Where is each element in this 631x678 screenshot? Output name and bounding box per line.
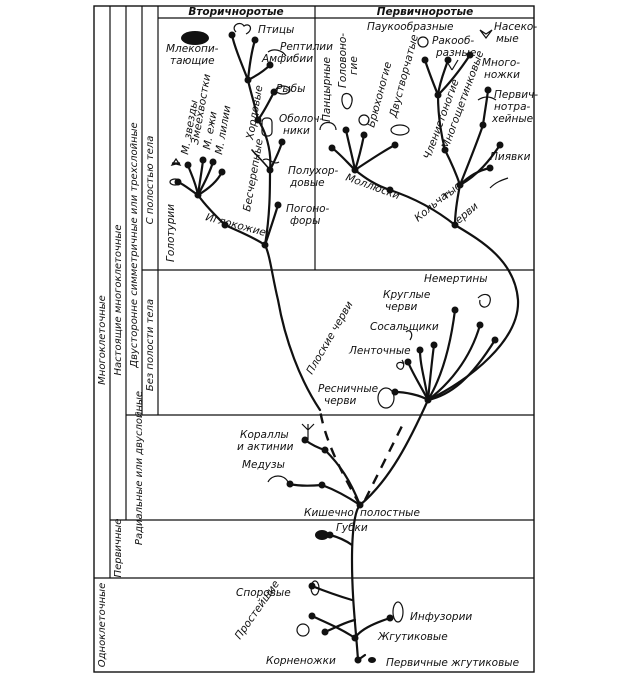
label-crustaceans-cont: разные [435, 47, 476, 59]
label-molluscs: Моллюски [344, 172, 402, 203]
label-multicellular: Многоклеточные [97, 295, 108, 385]
label-pogonophora: Погоно- [286, 203, 330, 215]
label-sporozoa: Споровые [236, 587, 291, 599]
label-mammals-cont: тающие [170, 55, 215, 67]
label-mammals: Млекопи- [166, 43, 219, 55]
label-acraniates: Бесчерепные [241, 138, 266, 213]
amoeba-icon [296, 623, 310, 637]
outer-frame [93, 5, 535, 673]
label-amphibians: Амфибии [261, 53, 313, 65]
leech-icon [489, 177, 509, 189]
label-true-multicellular: Настоящие многоклеточные [113, 225, 124, 376]
label-flukes: Сосальщики [370, 321, 439, 333]
label-pogonophora-cont: форы [290, 215, 320, 227]
label-without-body-cavity: Без полости тела [145, 299, 156, 391]
tapeworm-icon [396, 359, 405, 370]
cephalopod-icon [341, 92, 353, 110]
label-turbellaria: Ресничные [318, 383, 378, 395]
label-bilateral: Двусторонне симметричные или трехслойные [129, 122, 140, 368]
label-echinoderms: Иглокожие [204, 211, 267, 239]
label-corals-cont: и актинии [237, 441, 294, 453]
jellyfish-icon [267, 475, 289, 483]
flagellate-icon [368, 657, 376, 663]
label-tunicates: Оболоч- [279, 113, 324, 125]
label-onychophora: Первич- [494, 89, 538, 101]
label-onychophora-end: хейные [491, 113, 533, 125]
holothurian-icon [169, 178, 181, 186]
reptile-icon [267, 49, 287, 57]
ciliate-icon [392, 601, 404, 623]
bird-icon [233, 22, 252, 35]
label-flagellates: Жгутиковые [377, 631, 448, 643]
mammal-icon [181, 31, 209, 45]
label-sponges: Губки [336, 522, 368, 534]
label-myriapods: Много- [482, 57, 520, 69]
label-crustaceans: Ракооб- [432, 35, 474, 47]
planaria-icon [377, 387, 395, 409]
spider-icon [417, 36, 429, 48]
sea-star-icon [170, 157, 182, 166]
acraniate-icon [262, 158, 280, 164]
coral-icon [301, 423, 315, 440]
fluke-icon [405, 330, 413, 341]
label-unicellular: Одноклеточные [97, 583, 108, 667]
label-hemichordates-cont: довые [289, 177, 325, 189]
label-cephalopods: Головоно- [337, 33, 349, 88]
sponge-icon [315, 530, 329, 540]
label-rhizopods: Корненожки [266, 655, 336, 667]
label-birds: Птицы [258, 24, 294, 36]
label-radial: Радиальные или двуслойные [134, 391, 145, 545]
label-tunicates-cont: ники [283, 125, 310, 137]
myriapod-icon [477, 96, 497, 101]
header-secondary-mouth: Вторичноротые [188, 6, 283, 18]
label-insects: Насеко- [494, 21, 537, 33]
label-cephalopods-cont: гие [348, 56, 360, 75]
label-arachnids: Паукообразные [367, 21, 454, 33]
chiton-icon [319, 121, 337, 131]
label-roundworms-cont: черви [385, 301, 418, 313]
label-primary: Первичные [113, 519, 124, 578]
label-gastropods: Брюхоногие [365, 61, 394, 129]
label-flatworms: Плоские черви [304, 299, 356, 376]
gastropod-icon [358, 114, 370, 126]
label-turbellaria-cont: черви [324, 395, 357, 407]
label-nemerteans: Немертины [424, 273, 488, 285]
label-coelenterates: Кишечно [304, 507, 354, 519]
label-primary-flagellates: Первичные жгутиковые [386, 657, 519, 669]
tree-nodes [174, 31, 504, 664]
label-coelenterates-cont: полостные [360, 507, 420, 519]
label-insects-cont: мые [496, 33, 519, 45]
tunicate-icon [261, 117, 273, 137]
label-hemichordates: Полухор- [288, 165, 339, 177]
label-jellyfish: Медузы [242, 459, 285, 471]
label-bivalves: Двустворчатые [387, 33, 421, 119]
label-holothurians: Голотурии [165, 204, 177, 262]
organism-sketches [169, 22, 509, 663]
label-ciliates: Инфузории [410, 611, 472, 623]
label-polyplacophora: Панцырные [321, 57, 333, 122]
label-tapeworms: Ленточные [348, 345, 411, 357]
header-primary-mouth: Первичноротые [377, 6, 474, 18]
grid-lines [93, 5, 535, 673]
label-myriapods-cont: ножки [484, 69, 520, 81]
label-with-body-cavity: С полостью тела [145, 136, 156, 225]
nemertean-icon [477, 293, 491, 308]
bivalve-icon [390, 124, 410, 136]
label-reptiles: Рептилии [280, 41, 333, 53]
label-onychophora-cont: нотра- [494, 101, 531, 113]
label-corals: Кораллы [240, 429, 289, 441]
label-roundworms: Круглые [383, 289, 430, 301]
fish-icon [275, 85, 291, 95]
insect-icon [479, 29, 493, 39]
crustacean-icon [445, 59, 459, 71]
label-worms: черви [448, 200, 481, 230]
label-leeches: Пиявки [490, 151, 531, 163]
label-fishes: Рыбы [276, 83, 305, 95]
sporozoa-icon [310, 580, 320, 596]
